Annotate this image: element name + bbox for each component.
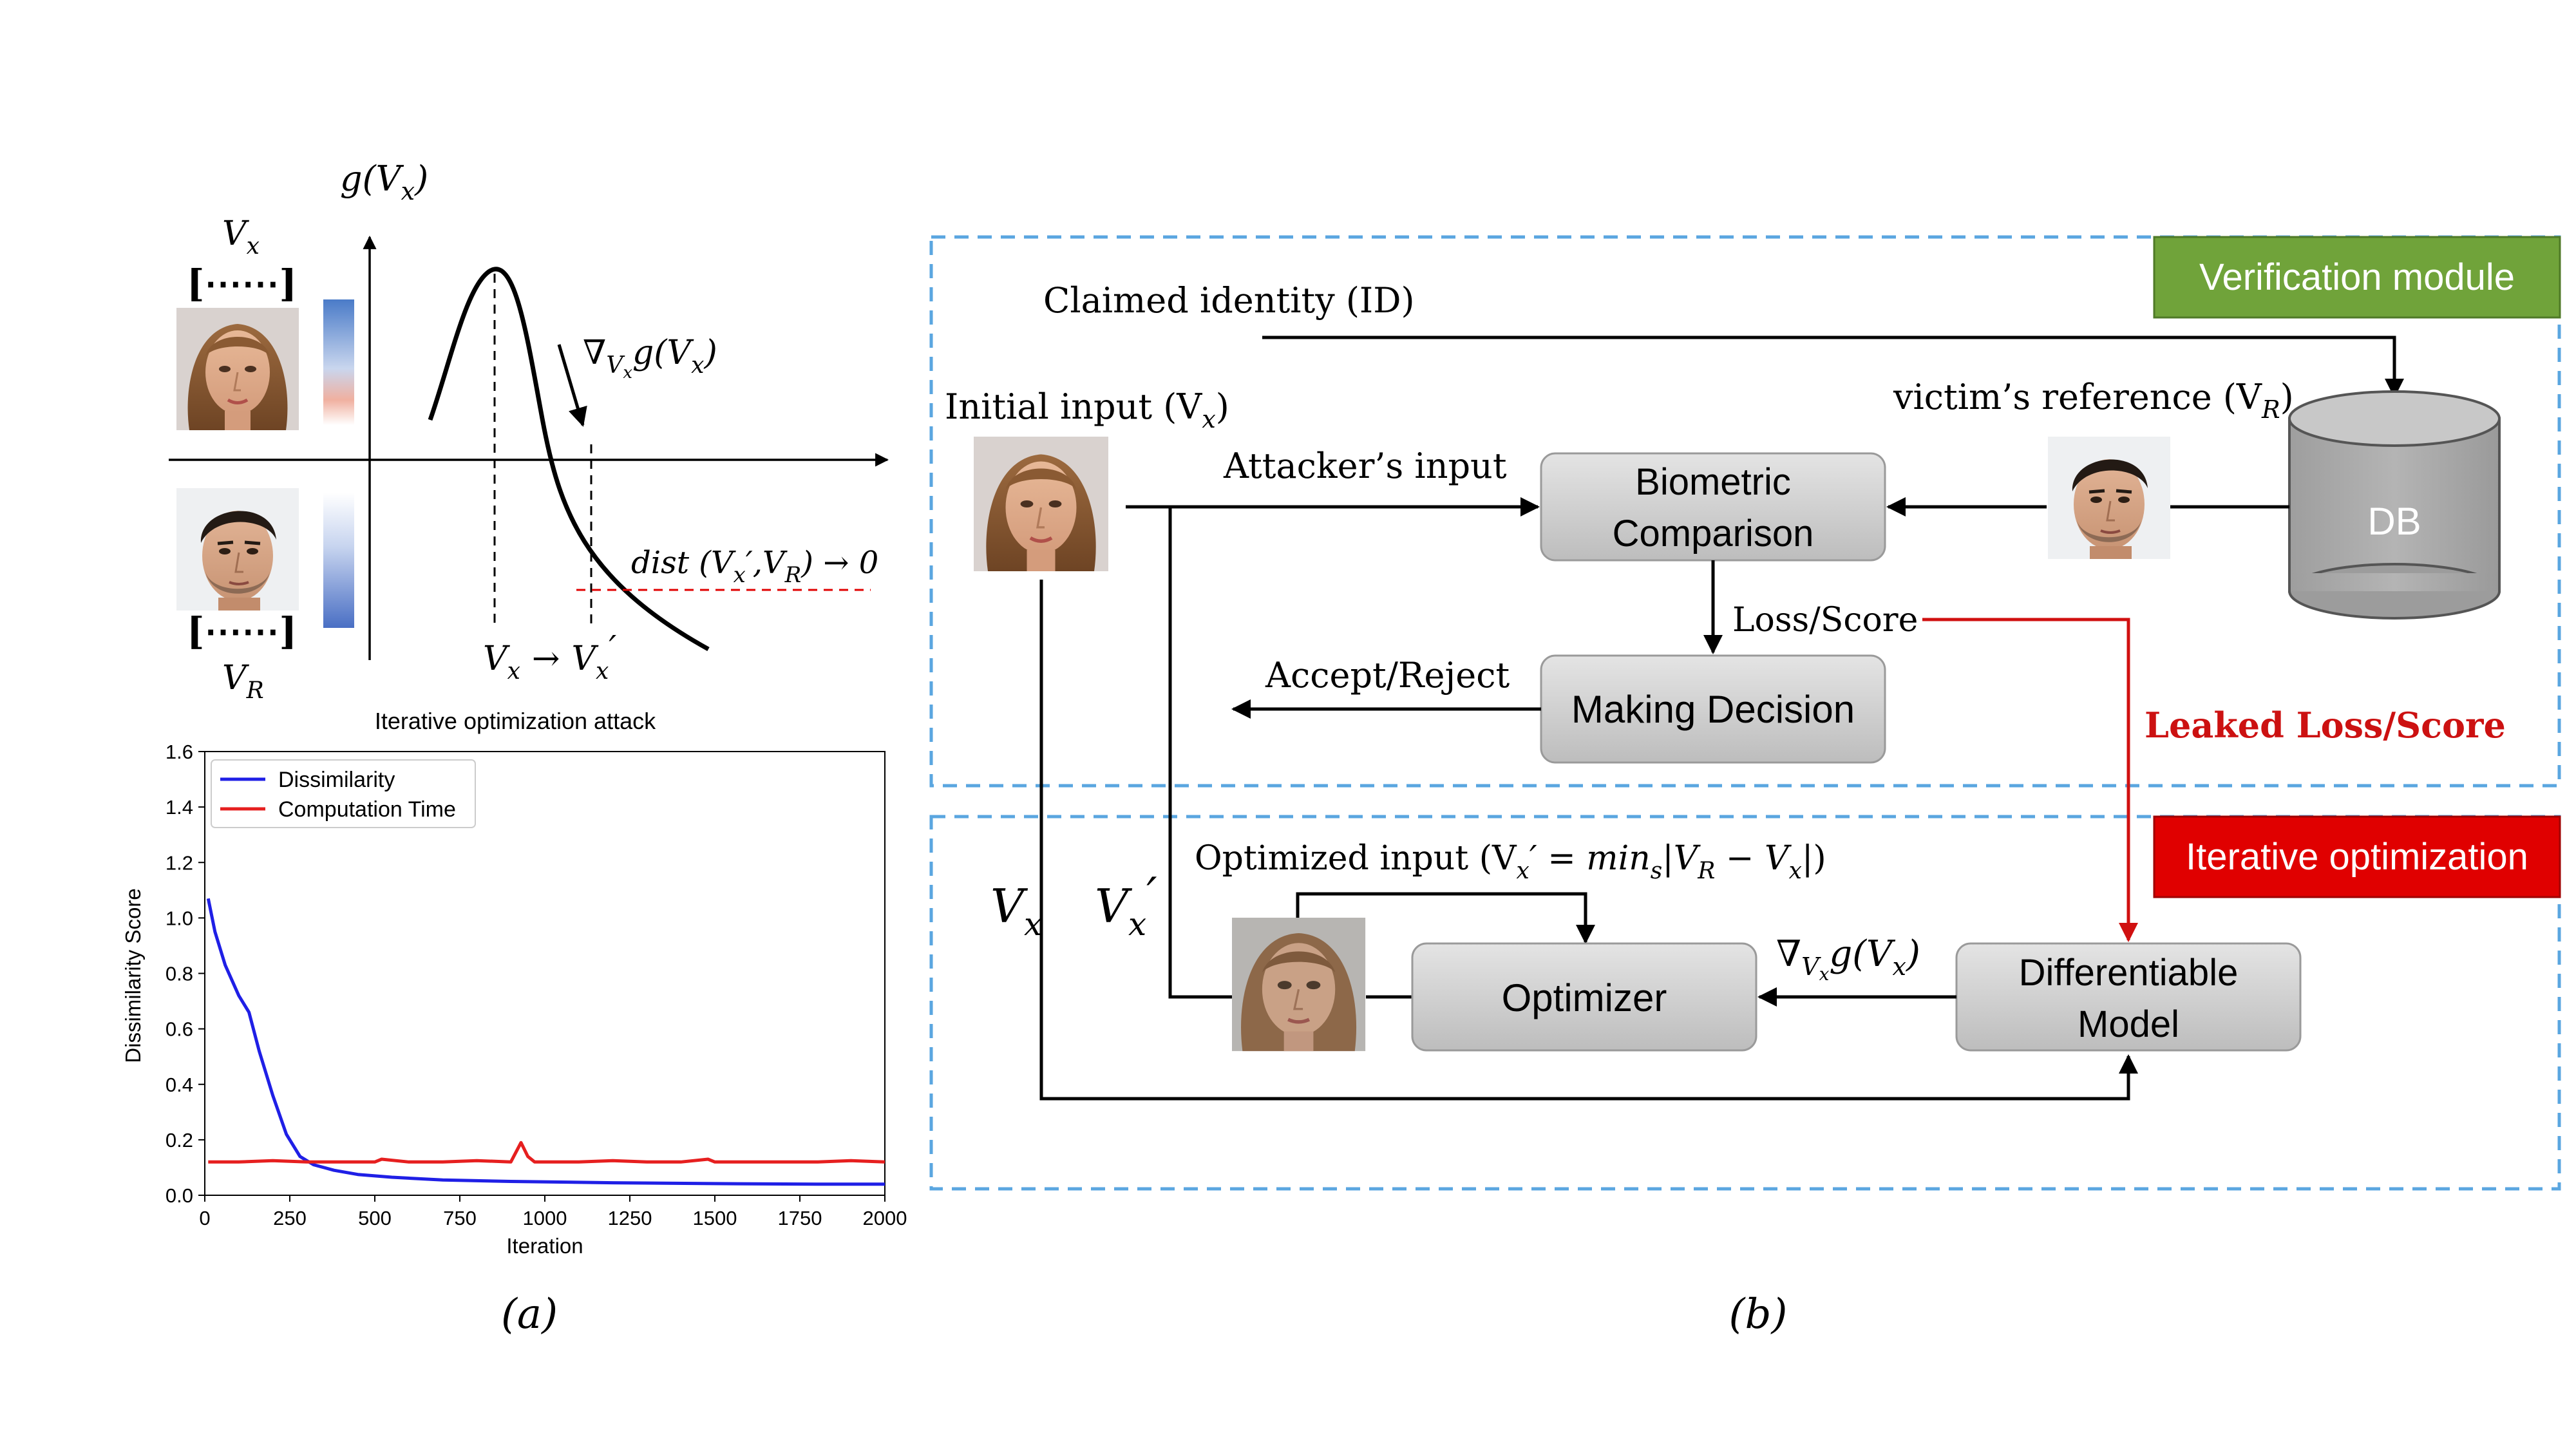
vxp-big-label: Vx′	[1095, 867, 1157, 943]
male-face-image	[176, 488, 299, 611]
differentiable-model-label-1: Differentiable	[2019, 952, 2239, 994]
x-tick-label: 1000	[523, 1207, 567, 1229]
y-tick-label: 1.2	[166, 851, 193, 874]
accept-reject-label: Accept/Reject	[1265, 655, 1510, 696]
db-label: DB	[2367, 500, 2421, 543]
bottom-color-bar	[323, 493, 354, 628]
vx-path-arrow	[1039, 580, 2138, 1101]
caption-a: (a)	[501, 1291, 558, 1338]
curve-axis-label: g(Vx)	[340, 158, 428, 205]
transition-label: Vx→Vx′	[483, 629, 616, 685]
caption-b: (b)	[1729, 1291, 1788, 1338]
y-tick-label: 0.4	[166, 1074, 193, 1096]
leaked-loss-arrow	[1922, 618, 2138, 942]
biometric-comparison-label-1: Biometric	[1635, 461, 1791, 503]
x-axis-label: Iteration	[506, 1234, 583, 1258]
y-ticks: 0.0 0.2 0.4 0.6 0.8 1.0 1.2 1.4 1.6	[166, 741, 205, 1207]
optimizer-label: Optimizer	[1502, 976, 1667, 1019]
dissimilarity-series-line	[206, 898, 885, 1186]
loss-curve	[428, 267, 710, 652]
verification-module-box	[929, 235, 2561, 788]
vxp-feedback-line	[1168, 507, 1232, 999]
y-axis-label: Dissimilarity Score	[121, 888, 145, 1063]
x-tick-label: 0	[199, 1207, 210, 1229]
x-tick-label: 750	[443, 1207, 477, 1229]
initial-input-face	[974, 437, 1108, 571]
panel-a-curve: g(Vx) Vx [⋯⋯] [⋯⋯] VR ∇Vxg(Vx) dist (Vx′…	[169, 158, 889, 704]
panel-a-chart: Iterative optimization attack 0 250 500 750…	[121, 708, 907, 1338]
x-tick-label: 1750	[778, 1207, 822, 1229]
x-ticks: 0 250 500 750 1000 1250 1500 1750 2000	[199, 1195, 907, 1229]
iterative-badge-label: Iterative optimization	[2186, 836, 2528, 878]
chart-legend: Dissimilarity Computation Time	[211, 759, 476, 828]
verification-badge	[2153, 236, 2561, 319]
claimed-identity-label: Claimed identity (ID)	[1043, 280, 1415, 321]
vr-label: VR	[222, 659, 264, 704]
y-tick-label: 1.0	[166, 907, 193, 929]
victim-reference-label: victim’s reference (VR)	[1893, 377, 2294, 424]
computation-time-series-line	[208, 1141, 886, 1164]
making-decision-label: Making Decision	[1571, 688, 1855, 731]
y-tick-label: 0.8	[166, 963, 193, 985]
claimed-identity-arrow	[1262, 336, 2404, 398]
vx-label: Vx	[222, 214, 260, 260]
initial-input-label: Initial input (Vx)	[945, 386, 1229, 433]
iterative-optimization-box	[929, 815, 2561, 1191]
series-layer	[206, 898, 886, 1186]
vr-bracket: [⋯⋯]	[187, 609, 297, 653]
y-tick-label: 1.6	[166, 741, 193, 763]
db-cylinder: DB	[2288, 390, 2501, 620]
x-tick-label: 500	[358, 1207, 392, 1229]
model-gradient-label: ∇Vxg(Vx)	[1776, 933, 1920, 985]
optimizer-box	[1411, 942, 1757, 1052]
face-to-optimizer-loop	[1296, 892, 1595, 944]
optimized-input-face	[1232, 918, 1365, 1051]
victim-reference-face	[2048, 437, 2170, 559]
dist-label: dist (Vx′,VR) → 0	[631, 545, 878, 588]
panel-b: Verification module Iterative optimizati…	[929, 235, 2561, 1338]
top-color-bar	[323, 299, 354, 425]
chart-title: Iterative optimization attack	[375, 708, 656, 734]
vx-bracket: [⋯⋯]	[187, 261, 297, 305]
y-tick-label: 0.0	[166, 1184, 193, 1207]
optimized-input-label: Optimized input (Vx′ = mins|VR − Vx|)	[1195, 839, 1826, 884]
x-tick-label: 2000	[863, 1207, 907, 1229]
y-tick-label: 0.2	[166, 1129, 193, 1151]
vx-big-label: Vx	[990, 879, 1042, 943]
y-tick-label: 0.6	[166, 1018, 193, 1041]
gradient-label: ∇Vxg(Vx)	[583, 334, 717, 383]
legend-dissimilarity-label: Dissimilarity	[278, 768, 395, 792]
y-tick-label: 1.4	[166, 796, 193, 819]
verification-badge-label: Verification module	[2199, 256, 2515, 298]
differentiable-model-label-2: Model	[2078, 1003, 2179, 1045]
gradient-arrow	[557, 344, 587, 427]
x-tick-label: 1500	[693, 1207, 737, 1229]
female-face-image	[176, 308, 299, 430]
leaked-loss-label: Leaked Loss/Score	[2145, 705, 2506, 746]
attackers-input-label: Attacker’s input	[1223, 446, 1507, 486]
biometric-comparison-label-2: Comparison	[1613, 513, 1814, 554]
legend-computation-label: Computation Time	[278, 797, 456, 822]
x-tick-label: 250	[273, 1207, 307, 1229]
x-tick-label: 1250	[608, 1207, 652, 1229]
iterative-badge	[2153, 815, 2561, 898]
loss-score-label: Loss/Score	[1732, 601, 1918, 639]
